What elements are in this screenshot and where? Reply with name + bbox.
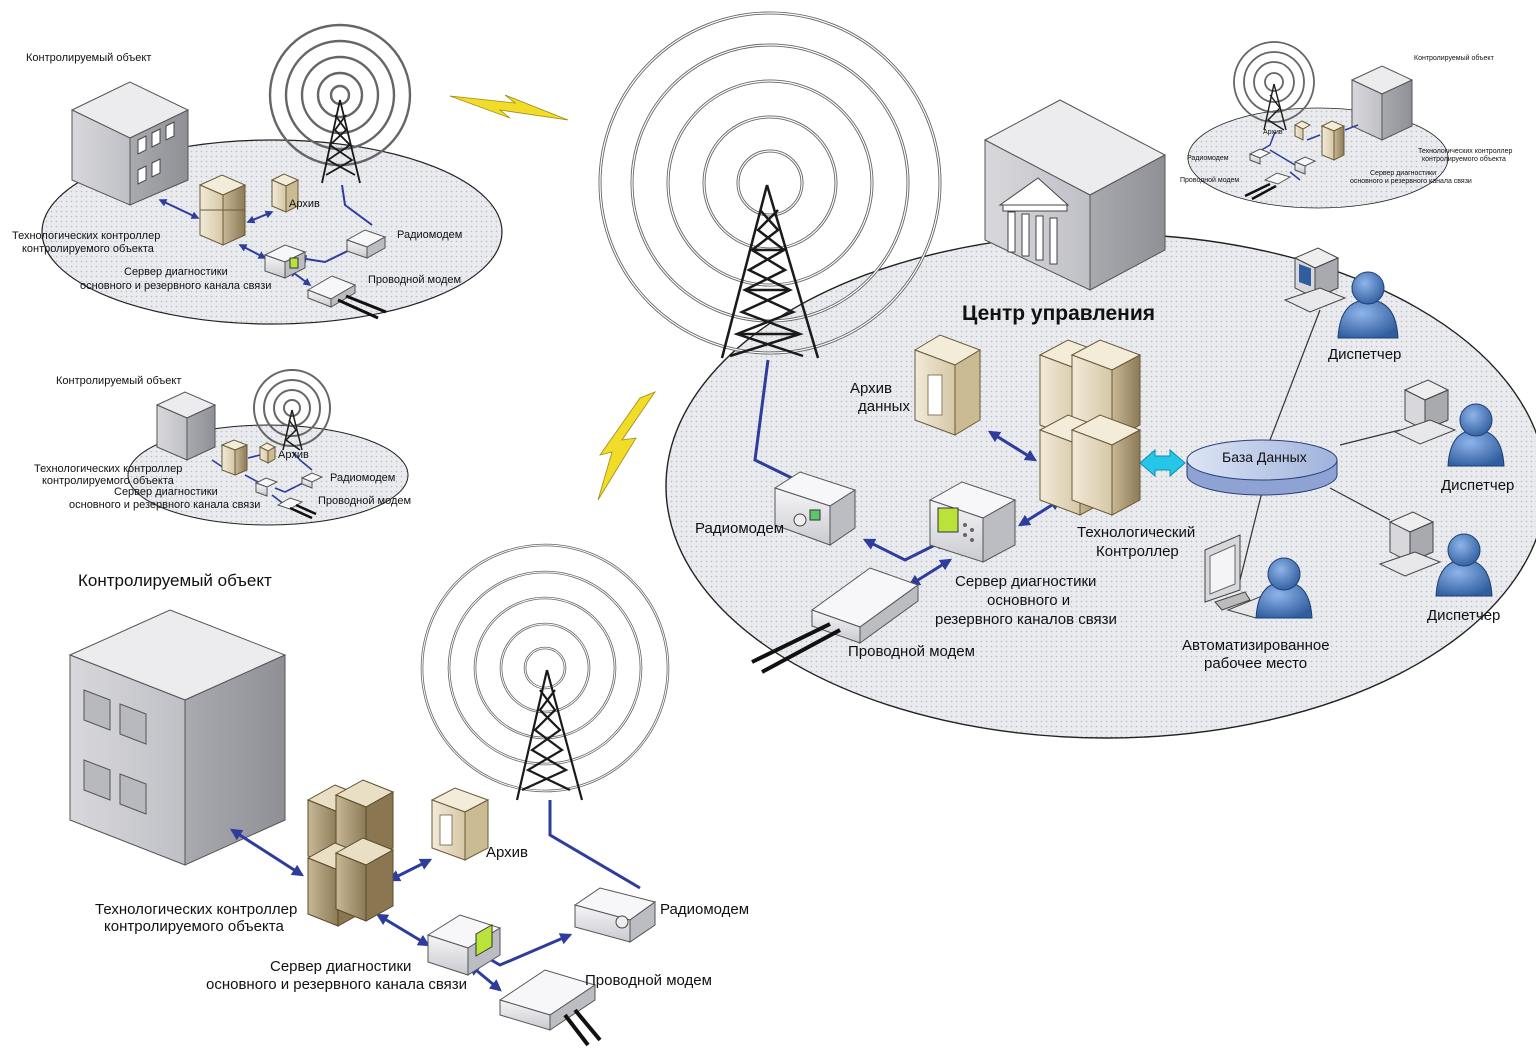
site-top-right-archive-label: Архив xyxy=(1263,129,1283,136)
tech-controller-server-rack xyxy=(1038,339,1141,516)
site-mid-left-wired-modem xyxy=(276,497,317,520)
site-mid-left-title: Контролируемый объект xyxy=(56,375,181,387)
site-mid-left-diag-server-label: Сервер диагностики основного и резервног… xyxy=(69,486,260,511)
cc-wired-modem-label: Проводной модем xyxy=(848,643,975,660)
workstation xyxy=(1204,534,1313,619)
site-main-title: Контролируемый объект xyxy=(78,571,272,590)
cc-diag-server-label: Сервер диагностики основного и резервног… xyxy=(935,573,1117,628)
person-icon xyxy=(1255,557,1313,619)
site-top-right-wired-modem-label: Проводной модем xyxy=(1180,176,1239,184)
control-center-links xyxy=(753,359,1063,587)
computer-icon xyxy=(1393,379,1457,445)
site-mid-left-wired-modem-label: Проводной модем xyxy=(318,495,411,507)
database-label: База Данных xyxy=(1222,449,1307,465)
site-top-left-controller-label: Технологических контроллер контролируемо… xyxy=(12,230,163,255)
workstation-label: Автоматизированное рабочее место xyxy=(1182,637,1334,672)
cc-wired-modem-icon xyxy=(751,567,920,674)
cc-radiomodem-label: Радиомодем xyxy=(695,520,784,537)
site-mid-left-archive-label: Архив xyxy=(278,449,309,461)
site-main-radiomodem xyxy=(573,887,657,943)
data-archive-label: Архив данных xyxy=(850,380,910,415)
site-top-right-building xyxy=(1350,65,1414,141)
site-top-left-archive xyxy=(270,173,300,213)
site-main-archive xyxy=(430,787,490,861)
lightning-bolt-icon xyxy=(597,391,657,501)
site-main-diag-server xyxy=(426,914,502,976)
site-main-diag-server-label: Сервер диагностики основного и резервног… xyxy=(206,958,467,993)
site-top-right-archive xyxy=(1293,120,1312,141)
database-icon xyxy=(1186,439,1338,496)
site-top-left-controller xyxy=(198,174,247,246)
site-top-right-controller-label: Технологических контроллер контролируемо… xyxy=(1418,148,1514,163)
database-links xyxy=(1239,309,1401,581)
site-top-left-archive-label: Архив xyxy=(289,198,320,210)
computer-icon xyxy=(1283,247,1347,313)
person-icon xyxy=(1447,403,1505,467)
control-center-tower xyxy=(598,11,942,359)
site-mid-left-diag-server xyxy=(254,477,279,497)
dispatcher-1-label: Диспетчер xyxy=(1328,346,1401,363)
dispatcher-3 xyxy=(1378,511,1493,597)
site-top-right-controller xyxy=(1320,120,1346,161)
site-mid-left-controller xyxy=(220,439,249,476)
site-main-building xyxy=(68,609,287,866)
site-main-controller-label: Технологических контроллер контролируемо… xyxy=(95,901,301,935)
site-mid-left-tower xyxy=(253,369,331,451)
site-top-left-diag-server-label: Сервер диагностики основного и резервног… xyxy=(80,266,271,292)
site-top-left-tower xyxy=(268,23,412,184)
site-main-archive-label: Архив xyxy=(486,844,528,861)
person-icon xyxy=(1337,271,1399,339)
site-main-controller-rack xyxy=(306,779,394,927)
dispatcher-2 xyxy=(1393,379,1505,467)
site-top-right-diag-server xyxy=(1293,156,1317,175)
site-top-left-wired-modem xyxy=(306,275,387,320)
site-top-left-building xyxy=(70,81,190,206)
site-main-radiomodem-label: Радиомодем xyxy=(660,901,749,918)
dispatcher-1 xyxy=(1283,247,1399,339)
site-top-left-radiomodem-label: Радиомодем xyxy=(397,229,462,241)
site-top-left-wired-modem-label: Проводной модем xyxy=(368,274,461,286)
site-top-right-radiomodem-label: Радиомодем xyxy=(1187,155,1229,162)
cc-diag-server-icon xyxy=(928,481,1017,563)
cc-radiomodem-icon xyxy=(773,471,857,546)
site-main-links xyxy=(229,800,641,992)
computer-icon xyxy=(1378,511,1442,577)
site-main-wired-modem xyxy=(498,969,602,1047)
site-top-left-radiomodem xyxy=(345,229,387,259)
dispatcher-3-label: Диспетчер xyxy=(1427,607,1500,624)
control-center-title: Центр управления xyxy=(962,302,1155,325)
site-mid-left-radiomodem xyxy=(300,472,324,489)
site-top-right-title: Контролируемый объект xyxy=(1414,54,1495,62)
site-main-wired-modem-label: Проводной модем xyxy=(585,972,712,989)
site-top-right-tower xyxy=(1233,41,1315,131)
site-top-right-wired-modem xyxy=(1244,172,1292,201)
site-mid-left-radiomodem-label: Радиомодем xyxy=(330,472,395,484)
data-archive-cabinet xyxy=(913,334,982,436)
site-top-right-radiomodem xyxy=(1248,148,1272,165)
person-icon xyxy=(1435,533,1493,597)
control-center-building xyxy=(983,99,1167,291)
tech-controller-label: Технологический Контроллер xyxy=(1077,524,1199,560)
lightning-bolt-icon xyxy=(449,94,569,121)
site-main-tower xyxy=(420,543,670,801)
site-mid-left-building xyxy=(155,391,217,461)
site-top-right-diag-server-label: Сервер диагностики основного и резервног… xyxy=(1350,170,1472,185)
site-mid-left-controller-label: Технологических контроллер контролируемо… xyxy=(34,463,185,487)
site-top-left-diag-server xyxy=(263,244,307,279)
site-top-left-title: Контролируемый объект xyxy=(26,52,151,64)
database-link-arrow xyxy=(1139,448,1186,478)
site-mid-left-archive xyxy=(258,442,277,464)
dispatcher-2-label: Диспетчер xyxy=(1441,477,1514,494)
